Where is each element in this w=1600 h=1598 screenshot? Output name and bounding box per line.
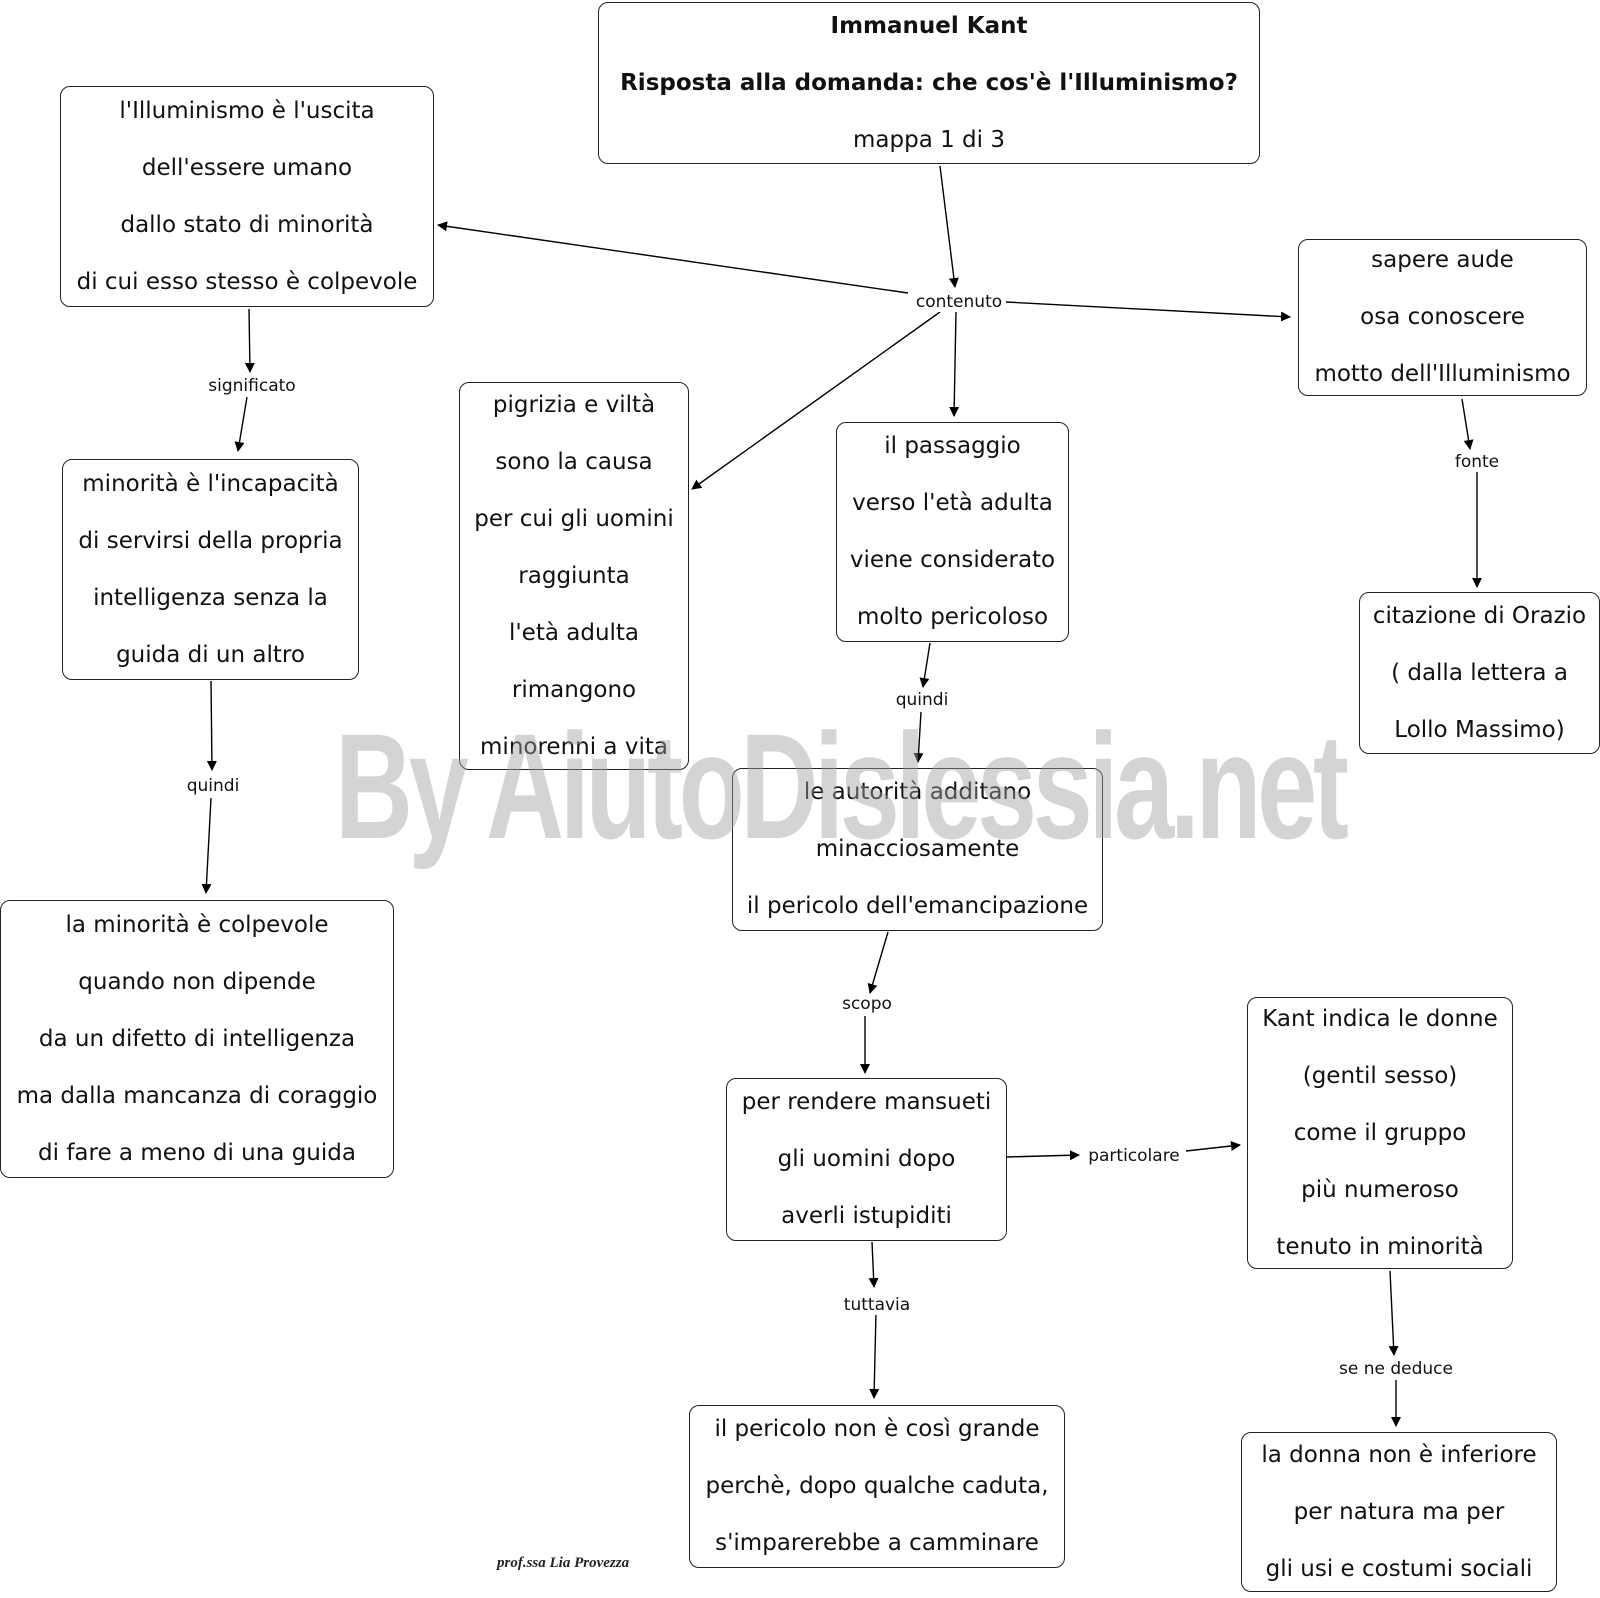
watermark: By AiutoDislessia.net bbox=[335, 702, 1349, 870]
link-label-contenuto: contenuto bbox=[912, 292, 1006, 312]
node-mansueti: per rendere mansueti gli uomini dopo ave… bbox=[726, 1078, 1007, 1241]
node-line: s'imparerebbe a camminare bbox=[715, 1530, 1039, 1556]
link-label-tuttavia: tuttavia bbox=[840, 1295, 914, 1315]
node-line: di fare a meno di una guida bbox=[38, 1139, 356, 1166]
edge-contenuto-pigrizia bbox=[691, 311, 941, 490]
node-line: gli uomini dopo bbox=[777, 1146, 956, 1172]
node-line: motto dell'Illuminismo bbox=[1314, 361, 1571, 387]
edge-contenuto-illuminismo bbox=[437, 221, 909, 294]
node-line: ( dalla lettera a bbox=[1391, 659, 1568, 686]
node-line: molto pericoloso bbox=[856, 604, 1049, 630]
edge-quindi-colpevole bbox=[201, 797, 212, 894]
node-line: da un difetto di intelligenza bbox=[38, 1025, 356, 1052]
title-node: Immanuel Kant Risposta alla domanda: che… bbox=[598, 2, 1260, 164]
node-line: citazione di Orazio bbox=[1372, 602, 1587, 629]
node-line: più numeroso bbox=[1301, 1176, 1459, 1203]
node-line: di cui esso stesso è colpevole bbox=[76, 268, 418, 295]
node-line: il passaggio bbox=[884, 433, 1021, 459]
author-signature: prof.ssa Lia Provezza bbox=[497, 1555, 630, 1571]
node-line: come il gruppo bbox=[1293, 1119, 1467, 1146]
link-label-quindi-left: quindi bbox=[183, 776, 243, 796]
node-line: ma dalla mancanza di coraggio bbox=[16, 1082, 378, 1109]
node-line: di servirsi della propria bbox=[78, 527, 343, 554]
node-line: per rendere mansueti bbox=[741, 1089, 992, 1115]
node-line: per cui gli uomini bbox=[474, 505, 674, 532]
node-line: (gentil sesso) bbox=[1302, 1062, 1458, 1089]
node-line: guida di un altro bbox=[116, 641, 305, 668]
node-line: quando non dipende bbox=[78, 968, 316, 995]
node-line: averli istupiditi bbox=[781, 1203, 952, 1229]
node-autorita: le autorità additano minacciosamente il … bbox=[732, 768, 1103, 931]
node-line: rimangono bbox=[511, 676, 637, 703]
title-work: Risposta alla domanda: che cos'è l'Illum… bbox=[620, 69, 1238, 96]
link-label-particolare: particolare bbox=[1085, 1146, 1183, 1166]
edge-quindi-autorita bbox=[913, 711, 924, 763]
link-label-quindi-mid: quindi bbox=[892, 690, 952, 710]
edge-passaggio-quindi bbox=[919, 642, 931, 688]
edge-illuminismo-significato bbox=[244, 308, 255, 373]
link-label-se-ne-deduce: se ne deduce bbox=[1336, 1359, 1456, 1379]
node-colpevole: la minorità è colpevole quando non dipen… bbox=[0, 900, 394, 1178]
edge-mansueti-particolare bbox=[1006, 1150, 1080, 1161]
node-line: minorità è l'incapacità bbox=[82, 470, 339, 497]
node-line: le autorità additano bbox=[803, 779, 1032, 805]
link-label-significato: significato bbox=[205, 376, 299, 396]
node-sapere: sapere aude osa conoscere motto dell'Ill… bbox=[1298, 239, 1587, 396]
node-donna: la donna non è inferiore per natura ma p… bbox=[1241, 1432, 1557, 1592]
node-line: Lollo Massimo) bbox=[1394, 716, 1565, 743]
edge-tuttavia-pericolo bbox=[869, 1311, 880, 1399]
node-line: il pericolo dell'emancipazione bbox=[746, 893, 1089, 919]
node-line: intelligenza senza la bbox=[93, 584, 328, 611]
node-line: minacciosamente bbox=[815, 836, 1020, 862]
node-line: pigrizia e viltà bbox=[492, 391, 656, 418]
node-line: dell'essere umano bbox=[141, 154, 353, 181]
node-line: sono la causa bbox=[495, 448, 653, 475]
edge-title-contenuto bbox=[939, 165, 959, 288]
node-pigrizia: pigrizia e viltà sono la causa per cui g… bbox=[459, 382, 689, 770]
node-line: minorenni a vita bbox=[480, 733, 668, 760]
node-orazio: citazione di Orazio ( dalla lettera a Lo… bbox=[1359, 592, 1600, 754]
node-line: sapere aude bbox=[1371, 247, 1514, 273]
node-line: per natura ma per bbox=[1293, 1498, 1505, 1525]
node-line: gli usi e costumi sociali bbox=[1265, 1555, 1533, 1582]
node-line: dallo stato di minorità bbox=[120, 211, 374, 238]
node-line: raggiunta bbox=[518, 562, 630, 589]
node-line: viene considerato bbox=[849, 547, 1056, 573]
title-author: Immanuel Kant bbox=[830, 12, 1028, 39]
edge-mansueti-tuttavia bbox=[868, 1241, 879, 1288]
node-passaggio: il passaggio verso l'età adulta viene co… bbox=[836, 422, 1069, 642]
link-label-scopo: scopo bbox=[839, 994, 895, 1014]
node-line: la donna non è inferiore bbox=[1261, 1441, 1537, 1468]
edge-autorita-scopo bbox=[867, 931, 889, 994]
node-line: perchè, dopo qualche caduta, bbox=[705, 1473, 1049, 1499]
edge-significato-minorita bbox=[234, 396, 248, 452]
node-minorita: minorità è l'incapacità di servirsi dell… bbox=[62, 459, 359, 680]
node-line: la minorità è colpevole bbox=[65, 911, 329, 938]
node-line: verso l'età adulta bbox=[852, 490, 1053, 516]
node-line: il pericolo non è così grande bbox=[714, 1416, 1040, 1442]
node-line: tenuto in minorità bbox=[1276, 1233, 1484, 1260]
edge-donne-deduce bbox=[1388, 1270, 1399, 1356]
edge-contenuto-passaggio bbox=[949, 311, 960, 417]
edge-sapere-fonte bbox=[1461, 398, 1474, 450]
node-donne: Kant indica le donne (gentil sesso) come… bbox=[1247, 997, 1513, 1269]
edge-particolare-donne bbox=[1185, 1141, 1241, 1152]
node-line: l'età adulta bbox=[508, 619, 640, 646]
node-line: Kant indica le donne bbox=[1262, 1005, 1498, 1032]
link-label-fonte: fonte bbox=[1451, 452, 1503, 472]
node-line: osa conoscere bbox=[1360, 304, 1525, 330]
edge-minorita-quindi bbox=[206, 680, 217, 771]
edge-contenuto-sapere bbox=[1005, 301, 1291, 322]
node-line: l'Illuminismo è l'uscita bbox=[119, 97, 375, 124]
title-map: mappa 1 di 3 bbox=[853, 126, 1005, 153]
node-pericolo: il pericolo non è così grande perchè, do… bbox=[689, 1405, 1065, 1568]
node-illuminismo: l'Illuminismo è l'uscita dell'essere uma… bbox=[60, 86, 434, 307]
